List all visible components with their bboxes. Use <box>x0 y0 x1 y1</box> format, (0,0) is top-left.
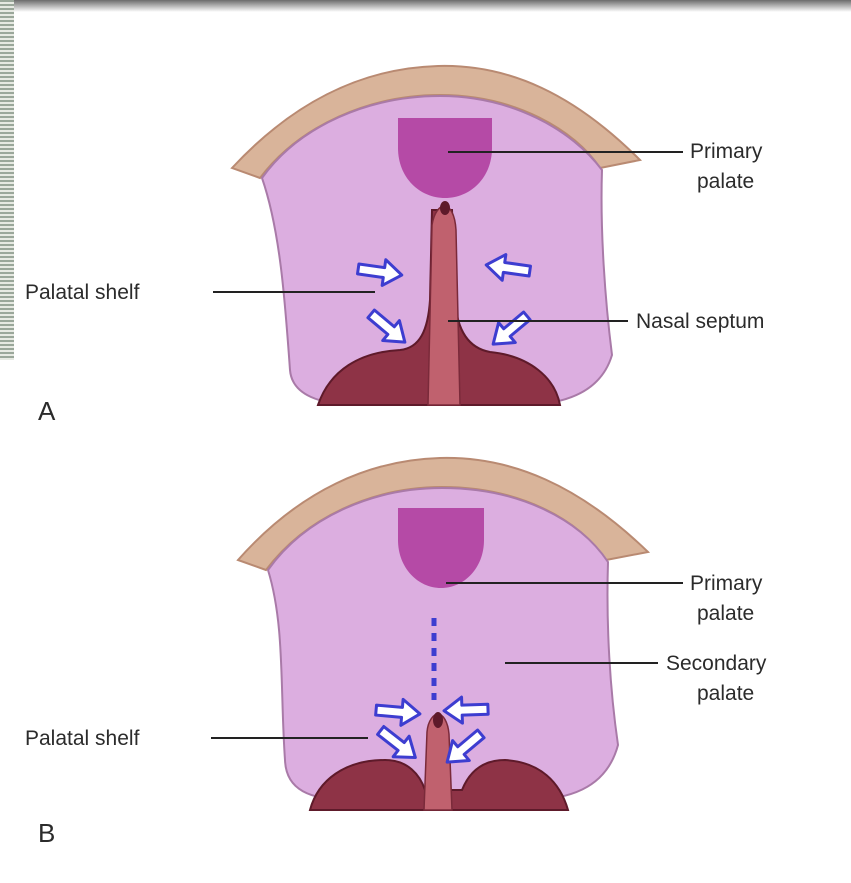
panel-b-letter: B <box>38 818 55 848</box>
panel-b-primary-palate-label-line2: palate <box>697 602 754 625</box>
panel-a-primary-palate-label-line2: palate <box>697 170 754 193</box>
panel-a-nasal-septum-label: Nasal septum <box>636 310 764 333</box>
panel-b-secondary-palate-label-line2: palate <box>697 682 754 705</box>
panel-b-septum-tip <box>433 712 443 728</box>
panel-a-nasal-septum <box>428 206 460 405</box>
panel-a: Primary palate Palatal shelf Nasal septu… <box>25 66 764 426</box>
panel-a-letter: A <box>38 396 56 426</box>
panel-b: Primary palate Secondary palate Palatal … <box>25 458 767 848</box>
panel-b-secondary-palate-label-line1: Secondary <box>666 652 767 675</box>
panel-a-palatal-shelf-label: Palatal shelf <box>25 281 140 304</box>
panel-a-primary-palate-label-line1: Primary <box>690 140 763 163</box>
panel-a-incisive-foramen <box>440 201 450 215</box>
panel-b-palatal-shelf-label: Palatal shelf <box>25 727 140 750</box>
panel-b-primary-palate-label-line1: Primary <box>690 572 763 595</box>
